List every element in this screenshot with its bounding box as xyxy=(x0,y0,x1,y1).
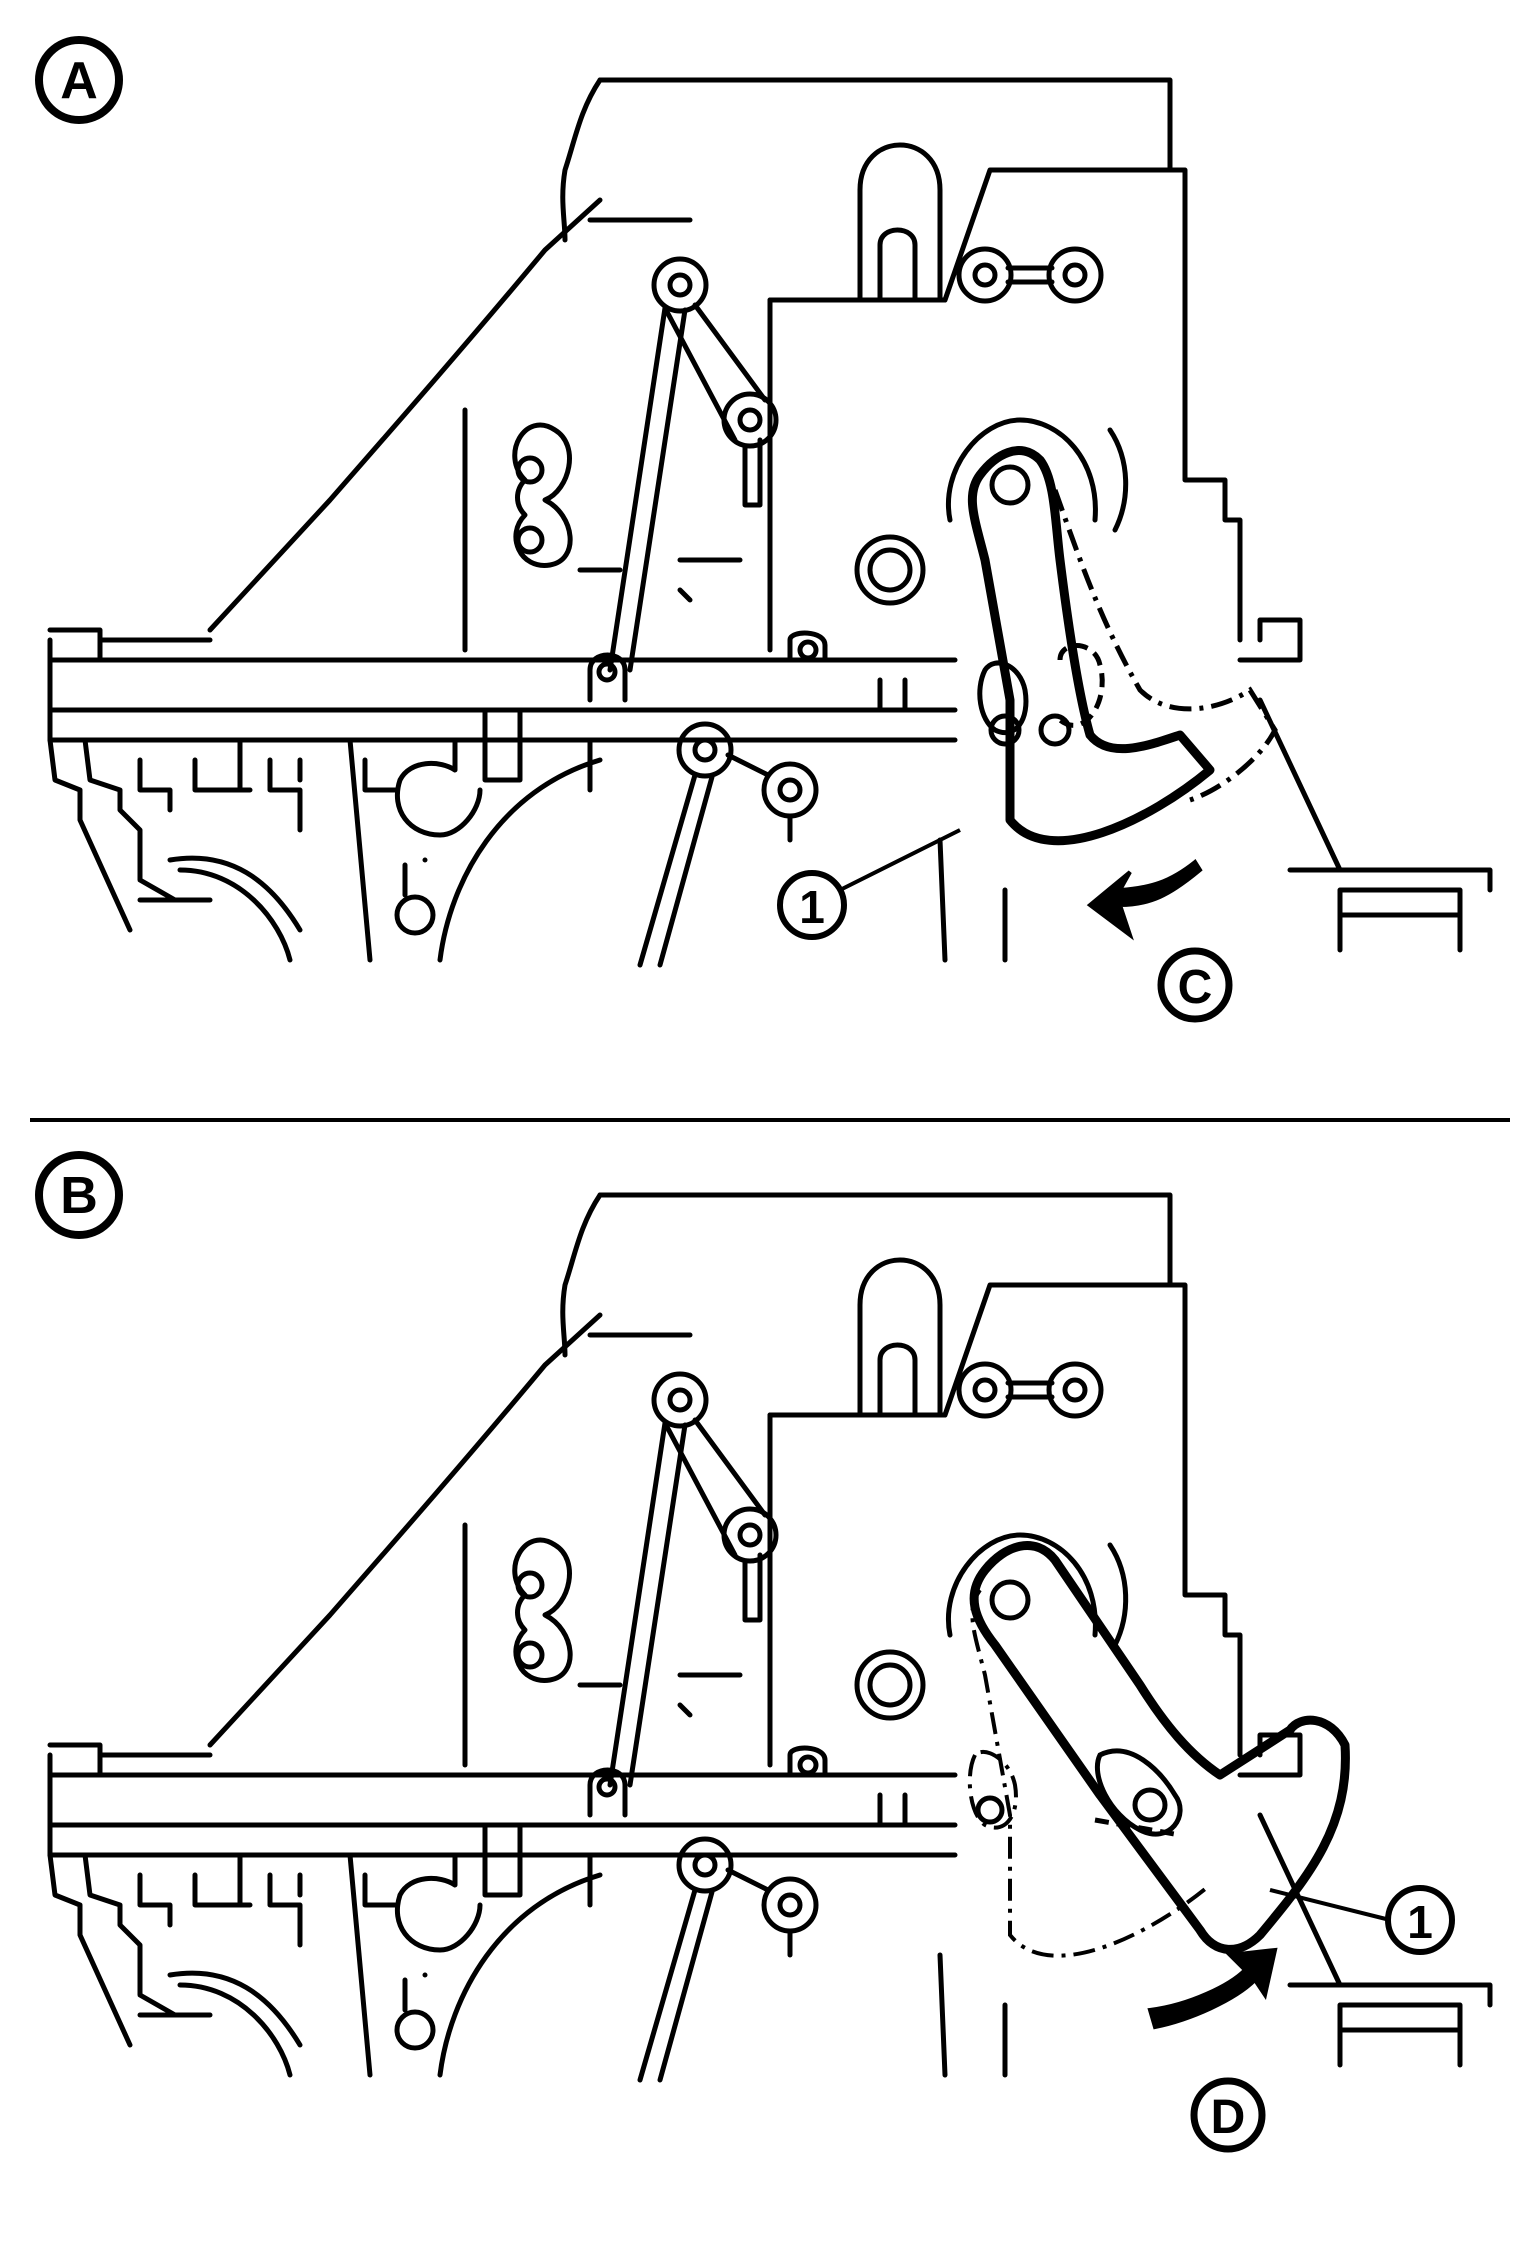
svg-text:D: D xyxy=(1211,2091,1246,2144)
panel-b: B 1 D xyxy=(35,1151,1490,2153)
svg-text:1: 1 xyxy=(1407,1896,1433,1948)
mechanism-b xyxy=(50,1195,1490,2080)
panel-a-label: A xyxy=(35,36,123,124)
lever-a xyxy=(972,451,1210,841)
mechanism-a xyxy=(50,80,1490,965)
callout-1-b: 1 xyxy=(1385,1885,1455,1955)
lever-b xyxy=(969,1541,1350,1954)
callout-1-a: 1 xyxy=(777,870,847,940)
svg-text:A: A xyxy=(60,52,98,110)
svg-text:C: C xyxy=(1178,961,1213,1014)
svg-text:B: B xyxy=(60,1167,98,1225)
direction-label-c: C xyxy=(1157,947,1233,1023)
panel-a: A 1 C xyxy=(35,36,1490,1023)
direction-label-d: D xyxy=(1190,2077,1266,2153)
svg-text:1: 1 xyxy=(799,881,825,933)
panel-b-label: B xyxy=(35,1151,123,1239)
